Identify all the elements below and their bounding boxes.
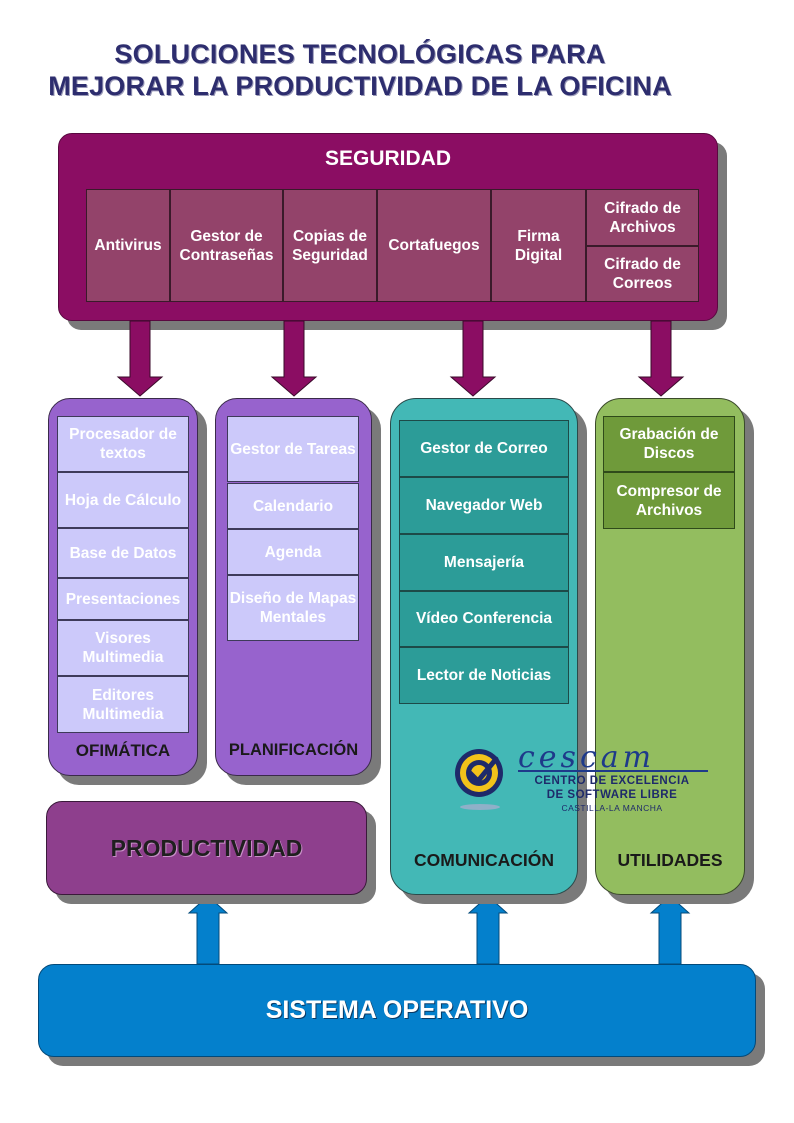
arrow-up-icon	[187, 895, 229, 965]
arrow-down-icon	[637, 320, 685, 397]
arrow-up-icon	[649, 895, 691, 965]
planificacion-item-agenda: Agenda	[227, 529, 359, 575]
seguridad-item-firma-digital: Firma Digital	[491, 189, 586, 302]
utilidades-item-compresor: Compresor de Archivos	[603, 472, 735, 529]
ofimatica-heading: OFIMÁTICA	[75, 741, 171, 760]
comunicacion-item-navegador: Navegador Web	[399, 477, 569, 534]
comunicacion-item-lector-noticias: Lector de Noticias	[399, 647, 569, 704]
arrow-down-icon	[116, 320, 164, 397]
seguridad-item-cortafuegos: Cortafuegos	[377, 189, 491, 302]
arrow-down-icon	[270, 320, 318, 397]
logo-divider	[518, 770, 708, 772]
comunicacion-item-mensajeria: Mensajería	[399, 534, 569, 591]
ofimatica-item-base-datos: Base de Datos	[57, 528, 189, 578]
seguridad-item-cifrado-correos: Cifrado de Correos	[586, 246, 699, 302]
cescam-logo: cescam CENTRO DE EXCELENCIA DE SOFTWARE …	[452, 740, 712, 817]
utilidades-item-grabacion: Grabación de Discos	[603, 416, 735, 472]
ofimatica-item-presentaciones: Presentaciones	[57, 578, 189, 620]
ofimatica-item-editores: Editores Multimedia	[57, 676, 189, 733]
arrow-up-icon	[467, 895, 509, 965]
title-line-2: MEJORAR LA PRODUCTIVIDAD DE LA OFICINA	[48, 71, 672, 101]
logo-line-3: CASTILLA-LA MANCHA	[561, 803, 663, 813]
productividad-panel: PRODUCTIVIDAD	[46, 801, 367, 895]
ofimatica-item-visores: Visores Multimedia	[57, 620, 189, 676]
planificacion-item-gestor-tareas: Gestor de Tareas	[227, 416, 359, 482]
seguridad-item-copias-seguridad: Copias de Seguridad	[283, 189, 377, 302]
sistema-operativo-panel: SISTEMA OPERATIVO	[38, 964, 756, 1057]
ofimatica-item-procesador: Procesador de textos	[57, 416, 189, 472]
logo-line-1: CENTRO DE EXCELENCIA	[534, 775, 690, 787]
title-line-1: SOLUCIONES TECNOLÓGICAS PARA	[114, 39, 606, 69]
seguridad-item-antivirus: Antivirus	[86, 189, 170, 302]
seguridad-item-gestor-contrasenas: Gestor de Contraseñas	[170, 189, 283, 302]
cescam-wordmark: cescam	[518, 740, 656, 775]
planificacion-heading: PLANIFICACIÓN	[228, 741, 359, 759]
ofimatica-item-hoja-calculo: Hoja de Cálculo	[57, 472, 189, 528]
logo-line-2: DE SOFTWARE LIBRE	[546, 789, 678, 801]
comunicacion-item-gestor-correo: Gestor de Correo	[399, 420, 569, 477]
comunicacion-heading: COMUNICACIÓN	[414, 850, 554, 870]
comunicacion-item-video: Vídeo Conferencia	[399, 591, 569, 647]
planificacion-item-calendario: Calendario	[227, 483, 359, 529]
planificacion-item-mapas-mentales: Diseño de Mapas Mentales	[227, 575, 359, 641]
utilidades-heading: UTILIDADES	[617, 850, 723, 870]
arrow-down-icon	[449, 320, 497, 397]
page-title: SOLUCIONES TECNOLÓGICAS PARA MEJORAR LA …	[0, 38, 720, 102]
productividad-label: PRODUCTIVIDAD	[110, 834, 303, 861]
cescam-logo-icon	[455, 749, 503, 810]
seguridad-heading: SEGURIDAD	[324, 147, 451, 170]
sistema-operativo-label: SISTEMA OPERATIVO	[265, 996, 529, 1024]
seguridad-item-cifrado-archivos: Cifrado de Archivos	[586, 189, 699, 246]
